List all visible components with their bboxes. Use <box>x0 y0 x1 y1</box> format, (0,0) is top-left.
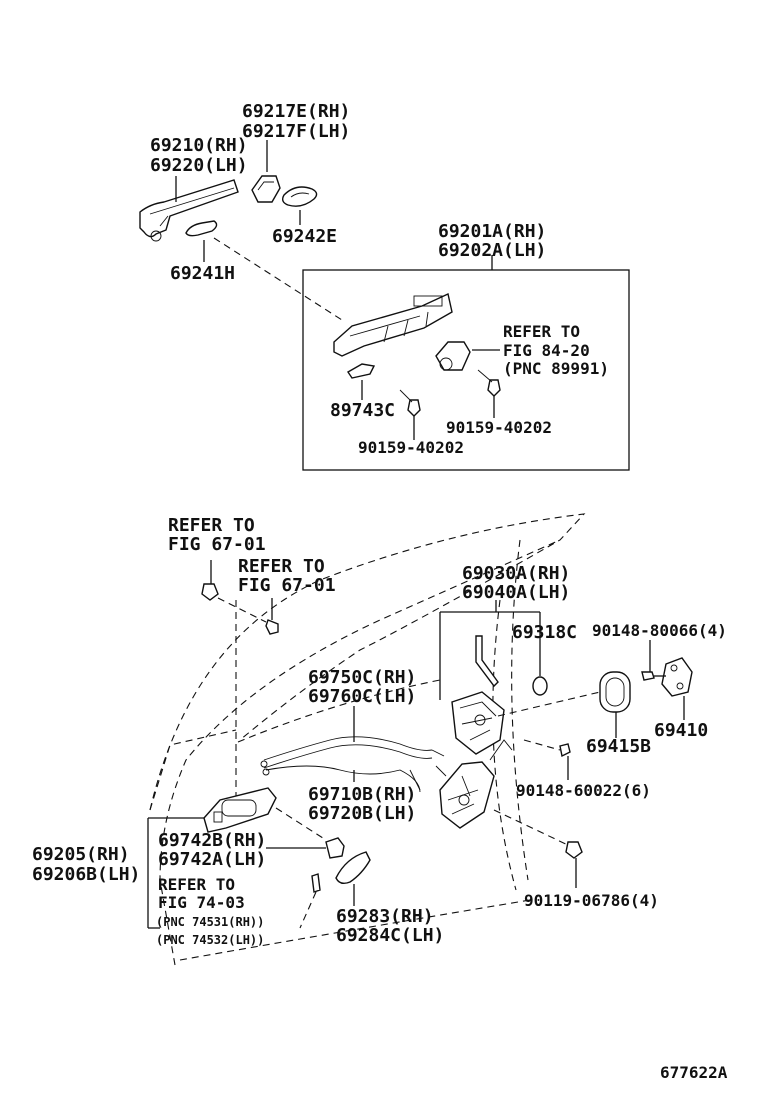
bolt-90119 <box>565 841 583 859</box>
cable-group: 69750C(RH) 69760C(LH) 69710B(RH) 69720B(… <box>260 667 445 824</box>
door-outline <box>149 513 586 966</box>
inside-handle-part <box>203 787 277 833</box>
figure-id: 677622A <box>660 1063 728 1082</box>
label-69242e: 69242E <box>272 226 337 247</box>
refer-8420-line1: REFER TO <box>503 322 580 341</box>
handle-frame-box: 69201A(RH) 69202A(LH) REFER TO FIG 84-20… <box>302 221 630 471</box>
door-lock-group: 69030A(RH) 69040A(LH) 69318C 90148-80066… <box>435 563 727 910</box>
handle-frame-part <box>333 293 453 357</box>
label-69206b: 69206B(LH) <box>32 864 140 885</box>
refer-8420-line2: FIG 84-20 <box>503 341 590 360</box>
label-90159-b: 90159-40202 <box>358 438 464 457</box>
label-69283: 69283(RH) <box>336 906 434 927</box>
screw-part-a <box>407 399 421 417</box>
clip-fastener-b <box>265 619 279 635</box>
label-69205: 69205(RH) <box>32 844 130 865</box>
label-69284c: 69284C(LH) <box>336 925 444 946</box>
pnc-74531: (PNC 74531(RH)) <box>156 915 264 929</box>
refer-6701b-line2: FIG 67-01 <box>238 575 336 596</box>
pnc-74532: (PNC 74532(LH)) <box>156 933 264 947</box>
label-90119-06786: 90119-06786(4) <box>524 891 659 910</box>
label-89743c: 89743C <box>330 400 395 421</box>
refer-6701a-line1: REFER TO <box>168 515 255 536</box>
rod-clip-part <box>311 873 321 893</box>
label-69415b: 69415B <box>586 736 651 757</box>
clip-fastener-a <box>201 583 219 601</box>
label-90159-a: 90159-40202 <box>446 418 552 437</box>
striker-part <box>661 657 693 697</box>
label-69241h: 69241H <box>170 263 235 284</box>
label-69202a: 69202A(LH) <box>438 240 546 261</box>
label-69710b: 69710B(RH) <box>308 784 416 805</box>
label-69040a: 69040A(LH) <box>462 582 570 603</box>
refer-6701a-line2: FIG 67-01 <box>168 534 266 555</box>
label-69217f: 69217F(LH) <box>242 121 350 142</box>
label-69742a: 69742A(LH) <box>158 849 266 870</box>
label-69217e: 69217E(RH) <box>242 101 350 122</box>
lock-actuator-part <box>439 761 495 829</box>
screw-90148-b <box>559 743 571 758</box>
label-69750c: 69750C(RH) <box>308 667 416 688</box>
key-cylinder-part <box>435 341 471 371</box>
handle-cap-part <box>251 175 281 203</box>
gasket-part <box>281 186 318 207</box>
screw-90148-a <box>641 671 655 681</box>
refer-7403-line2: FIG 74-03 <box>158 893 245 912</box>
clip-fasteners: REFER TO FIG 67-01 REFER TO FIG 67-01 <box>168 515 336 800</box>
outside-handle-group: 69217E(RH) 69217F(LH) 69210(RH) 69220(LH… <box>139 101 350 321</box>
lock-rod-part <box>475 635 499 688</box>
label-69318c: 69318C <box>512 622 577 643</box>
refer-8420-line3: (PNC 89991) <box>503 359 609 378</box>
screw-part-b <box>487 379 501 397</box>
label-69210: 69210(RH) <box>150 135 248 156</box>
trim-cover-part <box>335 851 371 885</box>
bushing-part <box>532 676 548 696</box>
label-69201a: 69201A(RH) <box>438 221 546 242</box>
door-lock-part <box>451 691 505 755</box>
refer-6701b-line1: REFER TO <box>238 556 325 577</box>
frame-assembly-box <box>302 269 630 471</box>
label-90148-80066: 90148-80066(4) <box>592 621 727 640</box>
label-69720b: 69720B(LH) <box>308 803 416 824</box>
inside-handle-group: 69742B(RH) 69742A(LH) 69205(RH) 69206B(L… <box>32 787 444 947</box>
refer-7403-line1: REFER TO <box>158 875 235 894</box>
label-69742b: 69742B(RH) <box>158 830 266 851</box>
clip-part <box>347 363 376 379</box>
label-69760c: 69760C(LH) <box>308 686 416 707</box>
label-90148-60022: 90148-60022(6) <box>516 781 651 800</box>
label-69220: 69220(LH) <box>150 155 248 176</box>
label-69410: 69410 <box>654 720 708 741</box>
bezel-part <box>325 837 345 859</box>
pad-part <box>185 220 218 237</box>
label-69030a: 69030A(RH) <box>462 563 570 584</box>
